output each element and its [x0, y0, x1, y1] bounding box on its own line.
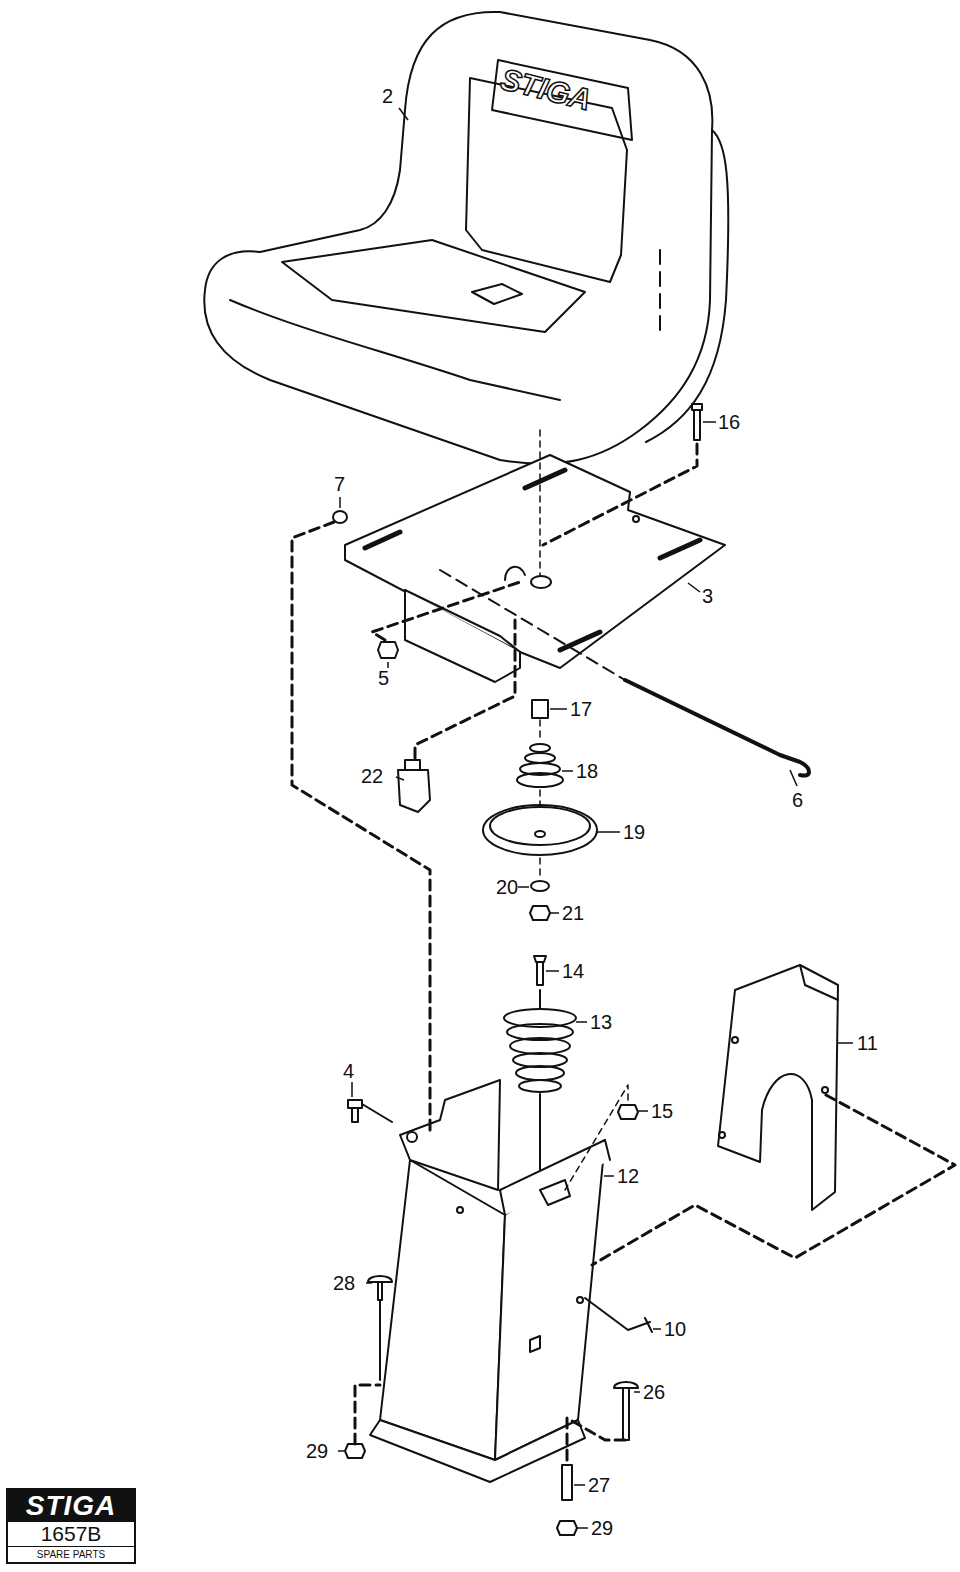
callout-number: 4 [343, 1061, 354, 1081]
assembly-line [539, 990, 541, 1170]
plate-edge [405, 590, 520, 652]
spring [504, 1009, 576, 1092]
washer [531, 881, 549, 891]
callout-number: 2 [382, 86, 393, 106]
seat-cushion [282, 240, 585, 332]
tower-slot [540, 1180, 570, 1205]
tower-hole [407, 1132, 417, 1142]
leader-line [338, 108, 853, 1528]
rod [625, 680, 809, 776]
disc [490, 807, 590, 845]
callout-number: 26 [643, 1382, 665, 1402]
tower-base [370, 1420, 585, 1482]
seat-dash [659, 250, 661, 330]
seat-back-emblem [492, 60, 632, 140]
callout-number: 11 [857, 1033, 878, 1053]
tower-hole [530, 1336, 540, 1352]
callout-number: 14 [562, 961, 584, 981]
nut [378, 642, 398, 658]
disc [483, 805, 597, 855]
spring [517, 744, 563, 787]
callout-number: 16 [718, 412, 740, 432]
bolt [348, 1100, 392, 1122]
bolt [534, 956, 546, 985]
seat-plate [345, 455, 725, 668]
carriage-bolt [368, 1276, 392, 1380]
callout-number: 6 [792, 790, 803, 810]
tower-top [400, 1080, 500, 1190]
carriage-bolt [614, 1382, 638, 1440]
seat-back-panel [466, 78, 627, 282]
title-block: STIGA1657BSPARE PARTS [6, 1488, 136, 1564]
callout-number: 18 [576, 761, 598, 781]
callout-number: 7 [334, 474, 345, 494]
nut [530, 906, 550, 920]
guard [718, 965, 838, 1210]
seat-side [646, 130, 728, 442]
disc-hole [535, 831, 545, 837]
bolt [692, 404, 702, 440]
callout-number: 21 [562, 903, 584, 923]
callout-number: 3 [702, 586, 713, 606]
callout-number: 19 [623, 822, 645, 842]
screw [585, 1298, 652, 1332]
sheet-note: SPARE PARTS [8, 1547, 134, 1562]
nut [345, 1444, 365, 1458]
seat [204, 12, 712, 464]
callout-number: 29 [591, 1518, 613, 1538]
callout-number: 22 [361, 766, 383, 786]
plate-tab [505, 567, 525, 580]
callout-number: 15 [651, 1101, 673, 1121]
callout-number: 5 [378, 668, 389, 688]
plate-hole [531, 576, 551, 588]
guard-edge [800, 965, 838, 1000]
callout-number: 10 [664, 1319, 686, 1339]
plate-slot [365, 470, 700, 650]
plate-hole [633, 516, 639, 522]
diagram-number: 1657B [8, 1522, 134, 1547]
spacer [532, 700, 548, 718]
callout-number: 12 [617, 1166, 639, 1186]
nut [618, 1105, 638, 1119]
rod [440, 570, 625, 680]
callout-number: 28 [333, 1273, 355, 1293]
nut [557, 1521, 577, 1535]
callout-number: 17 [570, 699, 592, 719]
switch [398, 760, 430, 812]
seat-tower [380, 1160, 505, 1460]
seat-front [230, 300, 560, 400]
assembly-line [540, 430, 628, 1190]
callout-number: 29 [306, 1441, 328, 1461]
assembly-line [292, 444, 955, 1460]
callout-number: 20 [496, 877, 518, 897]
seat-slot [472, 284, 522, 304]
callout-number: 13 [590, 1012, 612, 1032]
brand-logo: STIGA [8, 1490, 134, 1522]
callout-number: 27 [588, 1475, 610, 1495]
spacer [562, 1465, 572, 1500]
tower-top [500, 1140, 610, 1215]
plate-flange [405, 590, 520, 682]
